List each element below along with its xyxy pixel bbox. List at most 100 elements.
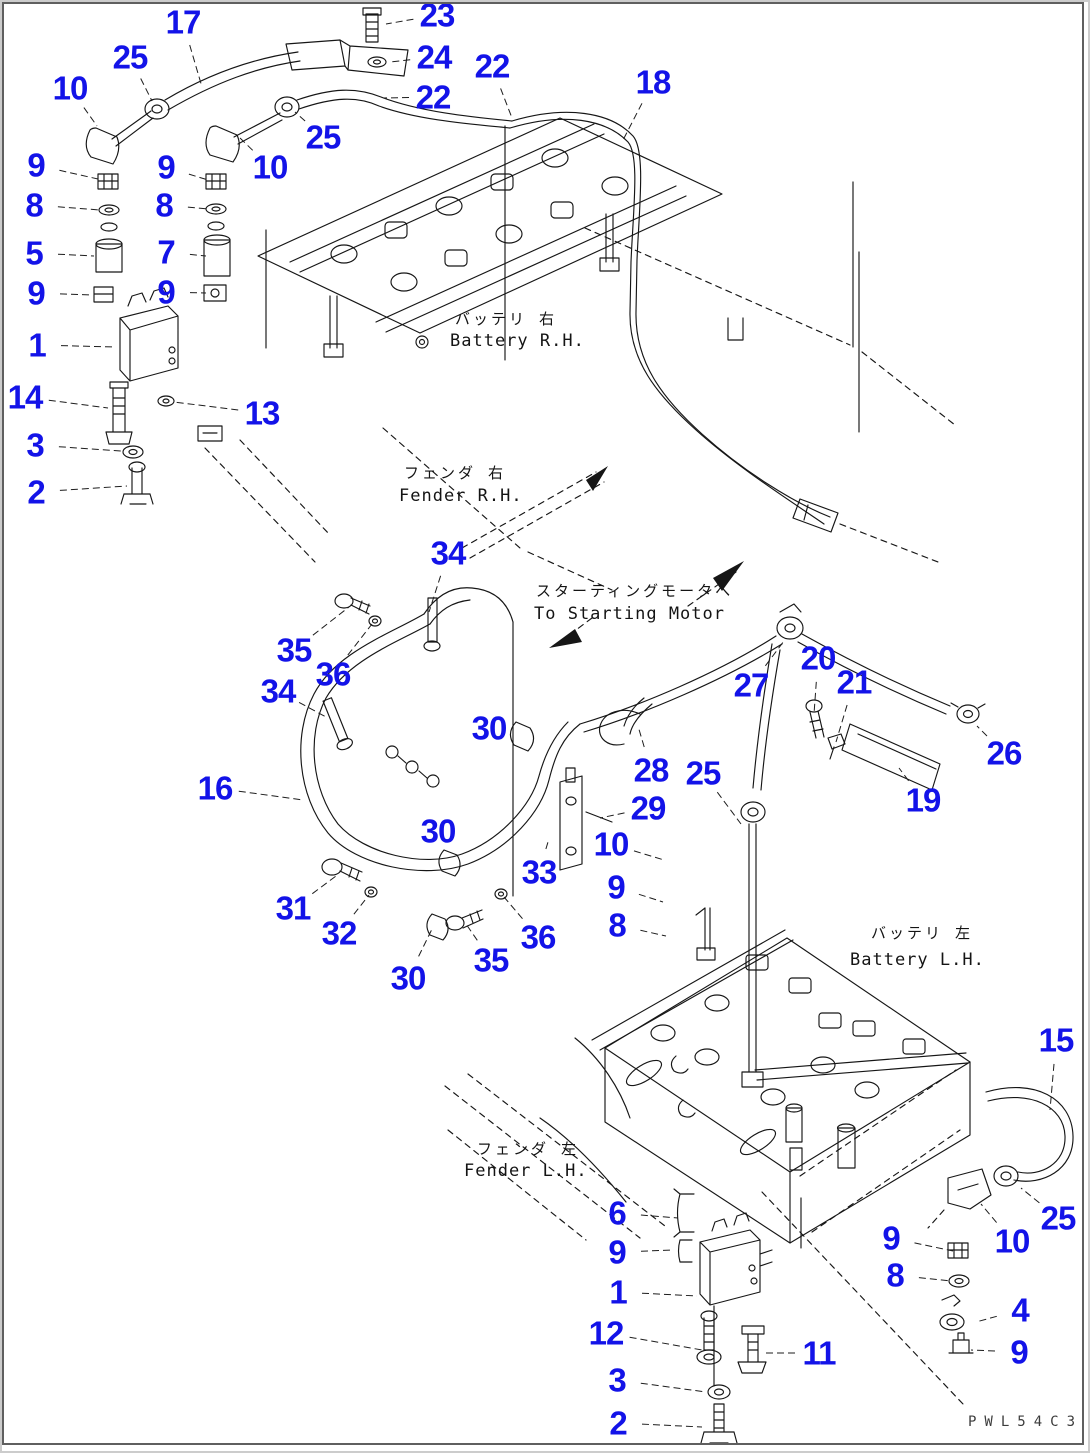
callout-5: 5 bbox=[25, 234, 43, 272]
leader-25 bbox=[1020, 1187, 1040, 1204]
label-en-fender-rh: Fender R.H. bbox=[399, 486, 523, 506]
label-en-to-starting-motor: To Starting Motor bbox=[534, 604, 725, 624]
leader-18 bbox=[621, 103, 643, 143]
callout-30: 30 bbox=[390, 959, 427, 997]
leader-25 bbox=[716, 791, 742, 825]
callout-30: 30 bbox=[471, 709, 508, 747]
leader-25 bbox=[294, 111, 306, 122]
callout-34: 34 bbox=[260, 672, 297, 710]
leader-10 bbox=[980, 1203, 997, 1223]
leader-29 bbox=[599, 812, 625, 819]
leader-35 bbox=[465, 923, 478, 941]
callout-32: 32 bbox=[321, 914, 358, 952]
callout-25: 25 bbox=[305, 118, 342, 156]
leader-9 bbox=[640, 1249, 675, 1252]
leader-10 bbox=[239, 137, 254, 151]
callout-4: 4 bbox=[1011, 1291, 1029, 1329]
leader-21 bbox=[835, 704, 848, 743]
leader-6 bbox=[640, 1214, 679, 1219]
leader-lines bbox=[48, 18, 1055, 1428]
leader-25 bbox=[140, 78, 153, 102]
relay-top-drawing bbox=[105, 287, 223, 505]
leader-8 bbox=[57, 206, 101, 211]
label-jp-battery-lh: バッテリ 左 bbox=[871, 924, 974, 942]
callout-27: 27 bbox=[733, 666, 770, 704]
callout-9: 9 bbox=[882, 1219, 900, 1257]
callout-10: 10 bbox=[252, 148, 289, 186]
leader-2 bbox=[59, 485, 128, 491]
callout-8: 8 bbox=[155, 186, 173, 224]
callout-19: 19 bbox=[905, 781, 942, 819]
leader-10 bbox=[83, 107, 98, 127]
leader-4 bbox=[975, 1315, 997, 1323]
leader-17 bbox=[189, 44, 203, 88]
label-en-battery-lh: Battery L.H. bbox=[850, 950, 985, 970]
leader-16 bbox=[238, 790, 304, 801]
cable-17-drawing bbox=[85, 7, 513, 165]
callout-23: 23 bbox=[419, 0, 456, 34]
callout-13: 13 bbox=[244, 394, 281, 432]
callout-36: 36 bbox=[315, 655, 352, 693]
label-jp-fender-rh: フェンダ 右 bbox=[404, 464, 507, 482]
callout-9: 9 bbox=[27, 274, 45, 312]
callout-7: 7 bbox=[157, 233, 175, 271]
leader-30 bbox=[418, 926, 434, 957]
label-jp-fender-lh: フェンダ 左 bbox=[477, 1140, 580, 1158]
callout-30: 30 bbox=[420, 812, 457, 850]
leader-7 bbox=[189, 253, 207, 257]
leader-1 bbox=[641, 1292, 698, 1297]
leader-28 bbox=[637, 725, 645, 748]
watermark: PWL54C3 bbox=[968, 1414, 1084, 1430]
leader-14 bbox=[48, 399, 109, 409]
leader-15 bbox=[1049, 1063, 1055, 1111]
callout-18: 18 bbox=[635, 63, 672, 101]
fender-rh-drawing bbox=[204, 181, 956, 591]
callout-6: 6 bbox=[608, 1194, 626, 1232]
callout-11: 11 bbox=[802, 1334, 837, 1372]
battery-lh-drawing bbox=[539, 907, 971, 1244]
callout-8: 8 bbox=[608, 906, 626, 944]
callout-2: 2 bbox=[27, 473, 45, 511]
callout-10: 10 bbox=[593, 825, 630, 863]
callout-29: 29 bbox=[630, 789, 667, 827]
callout-22: 22 bbox=[415, 78, 452, 116]
leader-9 bbox=[188, 173, 209, 181]
callout-17: 17 bbox=[165, 3, 202, 41]
callout-9: 9 bbox=[27, 146, 45, 184]
battery-rh-drawing bbox=[257, 117, 723, 361]
callout-20: 20 bbox=[800, 639, 837, 677]
leader-3 bbox=[640, 1382, 707, 1393]
leader-10 bbox=[633, 850, 665, 861]
leader-1 bbox=[60, 345, 116, 348]
callout-9: 9 bbox=[157, 273, 175, 311]
callout-3: 3 bbox=[26, 426, 44, 464]
callout-9: 9 bbox=[1010, 1333, 1028, 1371]
leader-22 bbox=[500, 88, 513, 119]
leader-24 bbox=[389, 59, 411, 63]
callout-21: 21 bbox=[836, 663, 873, 701]
leader-35 bbox=[312, 606, 350, 636]
callout-36: 36 bbox=[520, 918, 557, 956]
leader-20 bbox=[813, 681, 817, 715]
leader-2 bbox=[641, 1423, 703, 1428]
relay-bottom-drawing bbox=[673, 1188, 802, 1444]
callout-28: 28 bbox=[633, 751, 670, 789]
callout-8: 8 bbox=[886, 1256, 904, 1294]
fender-lh-drawing bbox=[444, 1073, 964, 1405]
leader-9 bbox=[59, 169, 99, 180]
leader-33 bbox=[545, 841, 549, 850]
leader-32 bbox=[353, 894, 370, 915]
leader-13 bbox=[173, 401, 239, 411]
callout-16: 16 bbox=[197, 769, 234, 807]
label-jp-to-starting-motor: スターティングモータへ bbox=[536, 582, 734, 600]
callout-10: 10 bbox=[52, 69, 89, 107]
label-jp-battery-rh: バッテリ 右 bbox=[455, 310, 558, 328]
leader-9 bbox=[914, 1242, 954, 1252]
label-en-fender-lh: Fender L.H. bbox=[464, 1161, 588, 1181]
callout-1: 1 bbox=[28, 326, 46, 364]
leader-9 bbox=[970, 1349, 996, 1352]
leader-12 bbox=[629, 1336, 703, 1351]
right-harness-drawing bbox=[579, 603, 986, 1088]
